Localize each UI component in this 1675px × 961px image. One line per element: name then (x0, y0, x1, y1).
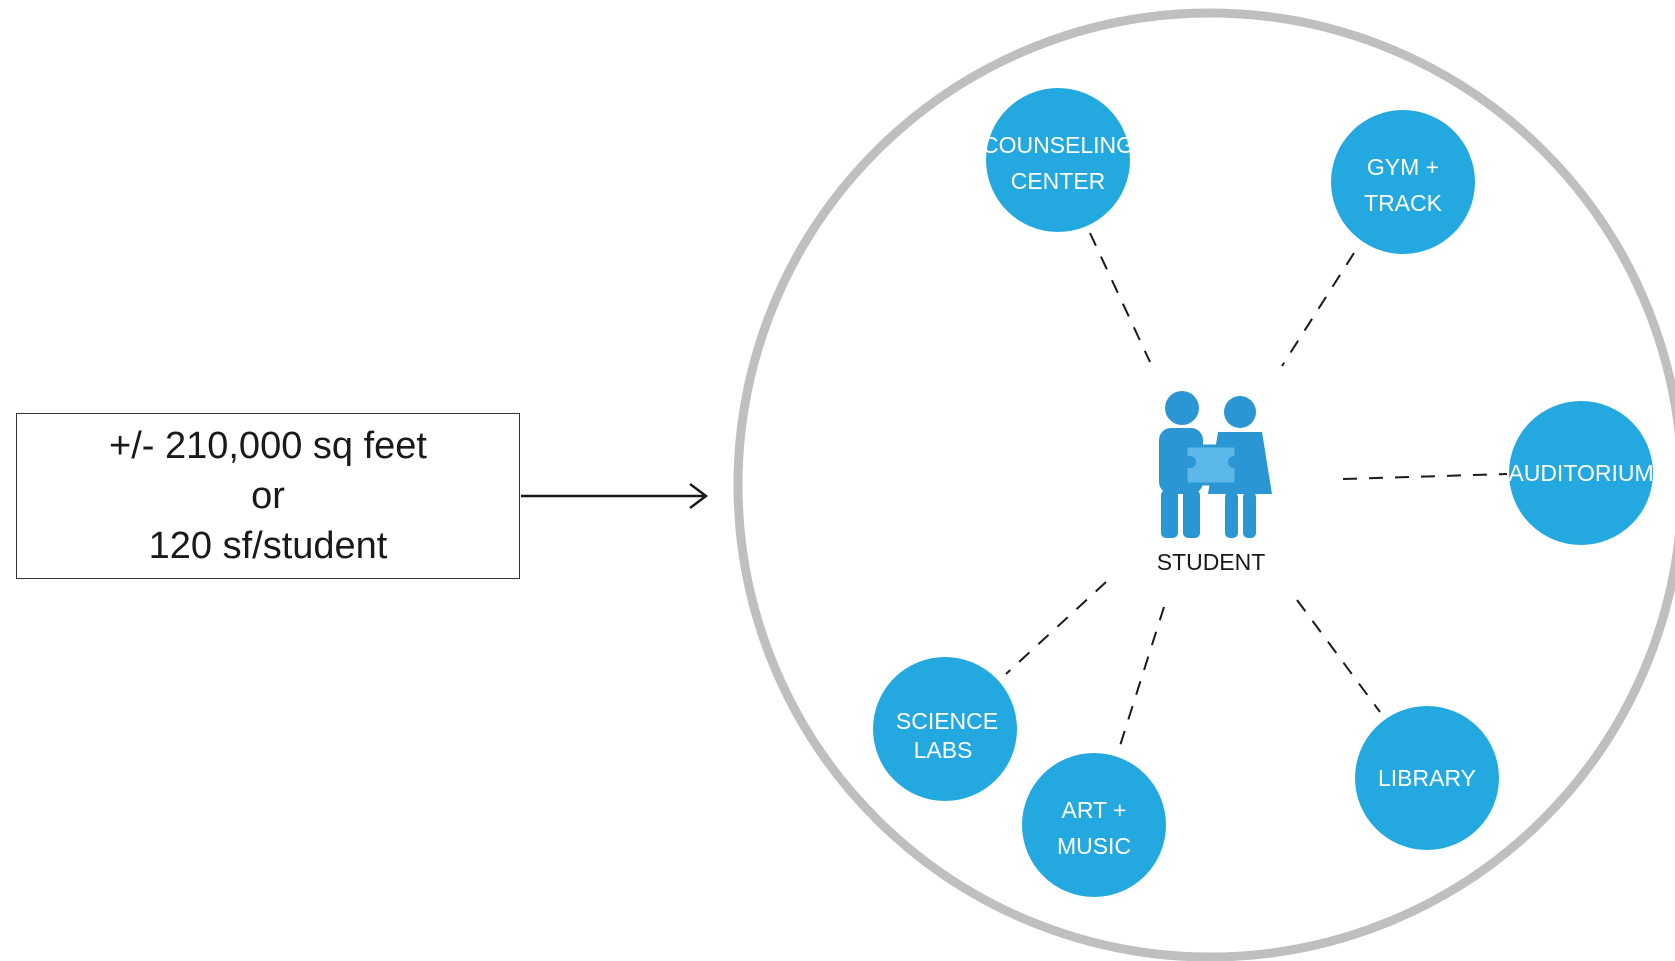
node-auditorium-label: AUDITORIUM (1508, 460, 1653, 486)
node-science-labs: SCIENCE LABS (873, 657, 1017, 801)
node-gym-label-2: TRACK (1364, 190, 1443, 216)
connector-gym (1281, 252, 1355, 367)
area-summary-box: +/- 210,000 sq feet or 120 sf/student (16, 413, 520, 579)
area-or-text: or (251, 475, 285, 517)
connector-counseling (1089, 232, 1151, 363)
node-auditorium: AUDITORIUM (1508, 401, 1654, 545)
node-gym-track: GYM + TRACK (1331, 110, 1475, 254)
arrow-connector (521, 483, 709, 509)
node-gym-label-1: GYM + (1367, 154, 1439, 180)
outer-ring (733, 8, 1675, 961)
node-art-label-1: ART + (1062, 797, 1127, 823)
node-art-label-2: MUSIC (1057, 833, 1131, 859)
node-art-music: ART + MUSIC (1022, 753, 1166, 897)
student-label: STUDENT (1157, 549, 1266, 575)
connector-auditorium (1342, 473, 1508, 480)
node-counseling-label-2: CENTER (1011, 168, 1106, 194)
node-counseling-center: COUNSELING CENTER (982, 88, 1134, 232)
node-library-label: LIBRARY (1378, 765, 1476, 791)
connector-library (1296, 599, 1381, 713)
area-total-text: +/- 210,000 sq feet (109, 425, 427, 467)
node-counseling-label-1: COUNSELING (982, 132, 1134, 158)
connector-science (1005, 581, 1107, 675)
node-science-label-1: SCIENCE (896, 708, 998, 734)
node-science-label-2: LABS (914, 737, 973, 763)
students-icon (1159, 391, 1272, 538)
node-library: LIBRARY (1355, 706, 1499, 850)
connector-art (1117, 606, 1165, 753)
area-per-student-text: 120 sf/student (148, 525, 388, 567)
